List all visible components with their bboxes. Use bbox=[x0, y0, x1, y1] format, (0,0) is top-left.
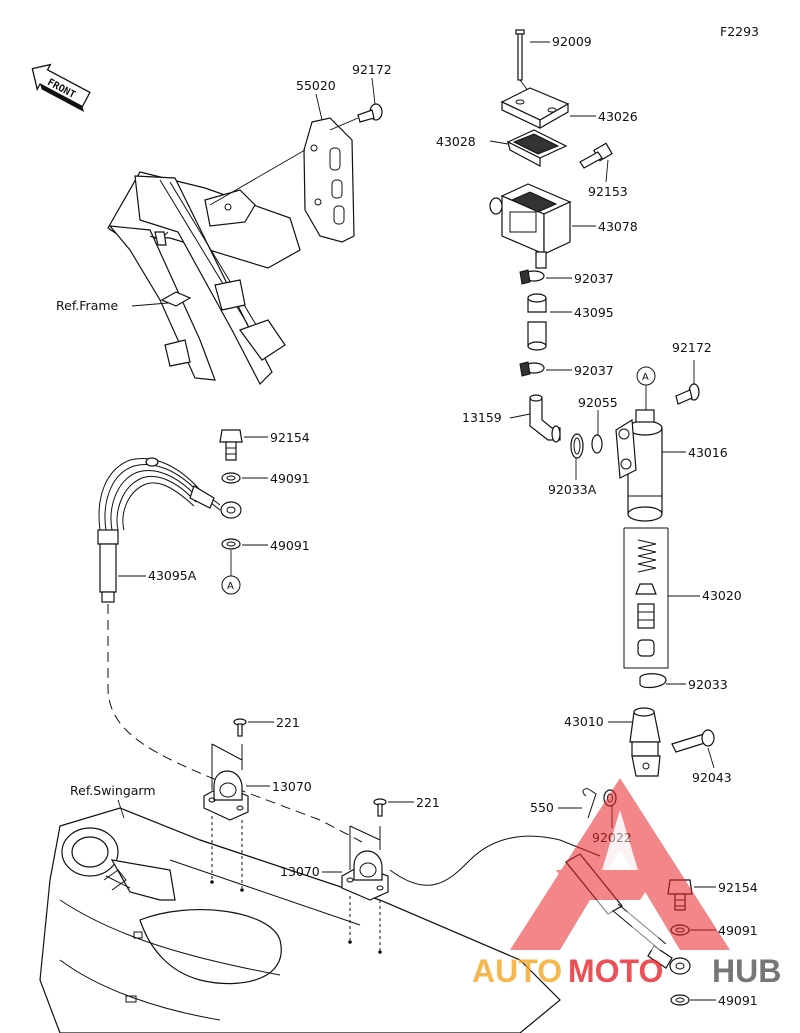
part-banjo-right bbox=[669, 957, 691, 975]
label-49091-left-lower: 49091 bbox=[270, 538, 310, 553]
part-221-screw-lower bbox=[373, 798, 387, 817]
label-13070-upper: 13070 bbox=[272, 779, 312, 794]
label-221-lower: 221 bbox=[416, 795, 440, 810]
svg-text:HUB: HUB bbox=[712, 953, 781, 989]
marker-a-upper: A bbox=[636, 366, 656, 386]
ref-frame-label: Ref.Frame bbox=[56, 298, 119, 313]
part-221-screw-upper bbox=[233, 718, 247, 737]
watermark-text: AUTO MOTO HUB bbox=[472, 953, 781, 989]
part-92033a-ring bbox=[570, 433, 584, 459]
label-43016: 43016 bbox=[688, 445, 728, 460]
svg-text:AUTO: AUTO bbox=[472, 953, 562, 989]
label-92009: 92009 bbox=[552, 34, 592, 49]
label-92037-lower: 92037 bbox=[574, 363, 614, 378]
part-43095-hose bbox=[527, 293, 547, 351]
part-92043-pin bbox=[671, 729, 715, 753]
label-43078: 43078 bbox=[598, 219, 638, 234]
part-43028-diaphragm bbox=[506, 129, 568, 167]
label-92172-top: 92172 bbox=[352, 62, 392, 77]
part-92153-bolt bbox=[579, 142, 613, 169]
label-92172-right: 92172 bbox=[672, 340, 712, 355]
part-43026-cap bbox=[500, 87, 570, 130]
part-13070-clamp-upper bbox=[203, 743, 249, 892]
svg-text:A: A bbox=[227, 581, 234, 592]
part-13070-clamp-lower bbox=[341, 825, 389, 954]
part-43095a-hose bbox=[97, 457, 221, 603]
part-55020-guard bbox=[303, 117, 355, 243]
front-arrow-icon: FRONT bbox=[31, 63, 91, 112]
svg-text:MOTO: MOTO bbox=[568, 953, 663, 989]
watermark-logo bbox=[510, 778, 730, 950]
part-92172-bolt-right bbox=[675, 383, 700, 405]
part-92055-oring bbox=[591, 434, 603, 454]
label-92033a: 92033A bbox=[548, 482, 597, 497]
ref-swingarm-label: Ref.Swingarm bbox=[70, 783, 156, 798]
part-92033-circlip bbox=[639, 673, 667, 689]
label-92153: 92153 bbox=[588, 184, 628, 199]
label-92055: 92055 bbox=[578, 395, 618, 410]
label-13070-lower: 13070 bbox=[280, 864, 320, 879]
label-43010: 43010 bbox=[564, 714, 604, 729]
frame-drawing bbox=[107, 171, 301, 386]
label-43095: 43095 bbox=[574, 305, 614, 320]
part-43020-piston-kit bbox=[623, 527, 669, 669]
part-43016-cylinder bbox=[615, 409, 663, 522]
part-banjo-fitting bbox=[220, 501, 242, 519]
label-92033: 92033 bbox=[688, 677, 728, 692]
figure-code: F2293 bbox=[720, 24, 759, 39]
swingarm-drawing bbox=[39, 807, 561, 1033]
part-43010-pushrod bbox=[629, 707, 661, 777]
label-43095a: 43095A bbox=[148, 568, 197, 583]
label-55020: 55020 bbox=[296, 78, 336, 93]
part-92154-banjo-bolt bbox=[219, 429, 243, 461]
label-221-upper: 221 bbox=[276, 715, 300, 730]
svg-text:A: A bbox=[642, 372, 649, 383]
part-550-cotter-pin bbox=[582, 788, 597, 819]
label-43020: 43020 bbox=[702, 588, 742, 603]
label-13159: 13159 bbox=[462, 410, 502, 425]
part-49091-washer-right-lower bbox=[670, 994, 690, 1006]
label-92037-upper: 92037 bbox=[574, 271, 614, 286]
label-49091-left-upper: 49091 bbox=[270, 471, 310, 486]
hose-route-solid bbox=[389, 835, 601, 886]
label-550: 550 bbox=[530, 800, 554, 815]
label-43026: 43026 bbox=[598, 109, 638, 124]
part-49091-washer-upper bbox=[221, 472, 241, 484]
part-92037-clamp-upper bbox=[519, 269, 545, 285]
part-49091-washer-lower bbox=[221, 538, 241, 550]
part-43078-reservoir bbox=[489, 183, 572, 269]
label-49091-right-lower: 49091 bbox=[718, 993, 758, 1008]
part-13159-elbow bbox=[529, 394, 561, 443]
label-92154-right: 92154 bbox=[718, 880, 758, 895]
part-92037-clamp-lower bbox=[519, 361, 545, 377]
label-92043: 92043 bbox=[692, 770, 732, 785]
marker-a-lower: A bbox=[221, 575, 241, 595]
label-92154-left: 92154 bbox=[270, 430, 310, 445]
part-92009-screw bbox=[515, 29, 525, 81]
label-49091-right-upper: 49091 bbox=[718, 923, 758, 938]
part-92172-bolt bbox=[357, 103, 383, 123]
label-43028: 43028 bbox=[436, 134, 476, 149]
